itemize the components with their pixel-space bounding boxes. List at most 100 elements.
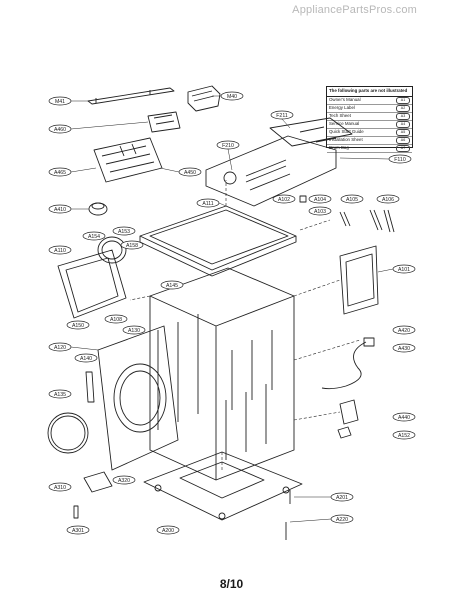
callout-a105: A105 <box>340 194 364 204</box>
callout-a450: A450 <box>159 167 202 177</box>
callout-labels: M41 M40 A460 F211 A465 A450 F210 F110 A4… <box>48 91 416 535</box>
leader-lines <box>129 180 361 470</box>
small-part-drawing <box>337 426 352 439</box>
callout-a410: A410 <box>48 204 89 214</box>
svg-text:A310: A310 <box>54 485 66 491</box>
callout-a465: A465 <box>48 167 97 177</box>
callout-f110: F110 <box>339 154 412 164</box>
callout-m40: M40 <box>212 91 244 101</box>
svg-text:A105: A105 <box>346 197 358 203</box>
svg-text:A130: A130 <box>128 328 140 334</box>
svg-text:A108: A108 <box>110 317 122 323</box>
svg-text:M41: M41 <box>55 99 65 105</box>
callout-f210: F210 <box>216 140 240 171</box>
callout-a460: A460 <box>48 121 149 134</box>
svg-text:A201: A201 <box>336 495 348 501</box>
svg-text:A153: A153 <box>118 229 130 235</box>
callout-a430: A430 <box>392 343 416 353</box>
callout-a140: A140 <box>74 353 98 363</box>
callout-a111: A111 <box>196 198 227 208</box>
svg-text:A152: A152 <box>398 433 410 439</box>
callout-f211: F211 <box>270 110 294 129</box>
callout-a158: A158 <box>120 240 144 250</box>
svg-text:A145: A145 <box>166 283 178 289</box>
svg-text:A104: A104 <box>314 197 326 203</box>
svg-text:M40: M40 <box>227 94 237 100</box>
svg-text:A120: A120 <box>54 345 66 351</box>
callout-a420: A420 <box>392 325 416 335</box>
callout-a440: A440 <box>392 412 416 422</box>
callout-a104: A104 <box>308 194 332 204</box>
svg-text:F110: F110 <box>394 157 406 163</box>
callout-a220: A220 <box>289 514 354 524</box>
callout-a106: A106 <box>376 194 400 204</box>
svg-text:A154: A154 <box>88 234 100 240</box>
svg-text:A158: A158 <box>126 243 138 249</box>
callout-a130: A130 <box>122 325 146 335</box>
callout-a135: A135 <box>48 389 72 399</box>
page-number: 8/10 <box>219 577 244 591</box>
svg-text:A135: A135 <box>54 392 66 398</box>
base-drawing <box>143 451 303 521</box>
svg-text:A410: A410 <box>54 207 66 213</box>
callout-m41: M41 <box>48 96 88 106</box>
svg-text:F210: F210 <box>222 143 234 149</box>
wire-bracket-drawing <box>87 87 175 105</box>
screw-drawing <box>285 490 291 540</box>
svg-text:A150: A150 <box>72 323 84 329</box>
rear-panel-drawing <box>339 245 379 315</box>
power-cord-drawing <box>321 337 375 390</box>
front-frame-drawing <box>97 325 179 471</box>
fasteners-drawing <box>299 195 395 233</box>
callout-a201: A201 <box>294 492 354 502</box>
filter-drawing <box>339 399 359 425</box>
svg-text:A220: A220 <box>336 517 348 523</box>
legend-title: The following parts are not illustrated <box>327 87 412 97</box>
svg-text:A140: A140 <box>80 356 92 362</box>
detergent-assembly-drawing <box>187 85 221 112</box>
watermark: AppliancePartsPros.com <box>292 4 417 16</box>
callout-a154: A154 <box>82 231 106 241</box>
callout-a320: A320 <box>112 475 136 485</box>
svg-text:A200: A200 <box>162 528 174 534</box>
cabinet-drawing <box>149 267 295 481</box>
svg-text:A420: A420 <box>398 328 410 334</box>
svg-text:A430: A430 <box>398 346 410 352</box>
callout-a108: A108 <box>104 314 128 324</box>
main-board-drawing <box>93 137 163 183</box>
svg-text:A301: A301 <box>72 528 84 534</box>
svg-text:A111: A111 <box>202 201 213 207</box>
gasket-ring-drawing <box>47 412 89 454</box>
callout-a150: A150 <box>66 320 90 330</box>
svg-text:A320: A320 <box>118 478 130 484</box>
callout-a310: A310 <box>48 482 72 492</box>
callout-a103: A103 <box>308 206 332 216</box>
pcb-drawing <box>147 111 181 133</box>
svg-text:A102: A102 <box>278 197 290 203</box>
svg-text:A450: A450 <box>184 170 196 176</box>
svg-text:A440: A440 <box>398 415 410 421</box>
callout-a102: A102 <box>272 194 296 204</box>
svg-text:A460: A460 <box>54 127 66 133</box>
foot-drawing <box>73 471 113 519</box>
svg-text:A103: A103 <box>314 209 326 215</box>
top-plate-drawing <box>139 205 297 277</box>
callout-a301: A301 <box>66 525 90 535</box>
callout-a110: A110 <box>48 245 72 255</box>
control-panel-drawing <box>205 117 353 207</box>
svg-text:A101: A101 <box>398 267 410 273</box>
callout-a200: A200 <box>156 525 180 535</box>
callout-a101: A101 <box>377 264 416 274</box>
callout-a152: A152 <box>392 430 416 440</box>
callout-a145: A145 <box>160 280 184 290</box>
svg-text:A110: A110 <box>54 248 66 254</box>
door-drawing <box>57 236 127 319</box>
callout-a153: A153 <box>112 226 136 236</box>
